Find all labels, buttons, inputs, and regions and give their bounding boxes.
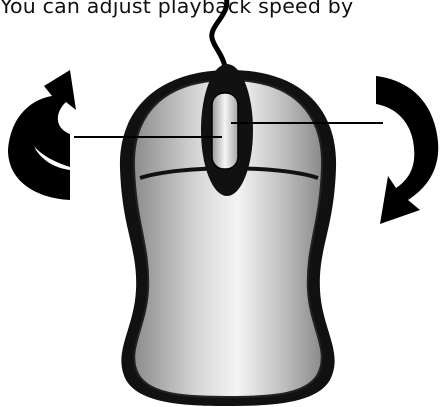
scroll-wheel [212,93,238,169]
clockwise-rotate-arrow-icon [376,76,438,224]
mouse-cord [212,0,227,72]
